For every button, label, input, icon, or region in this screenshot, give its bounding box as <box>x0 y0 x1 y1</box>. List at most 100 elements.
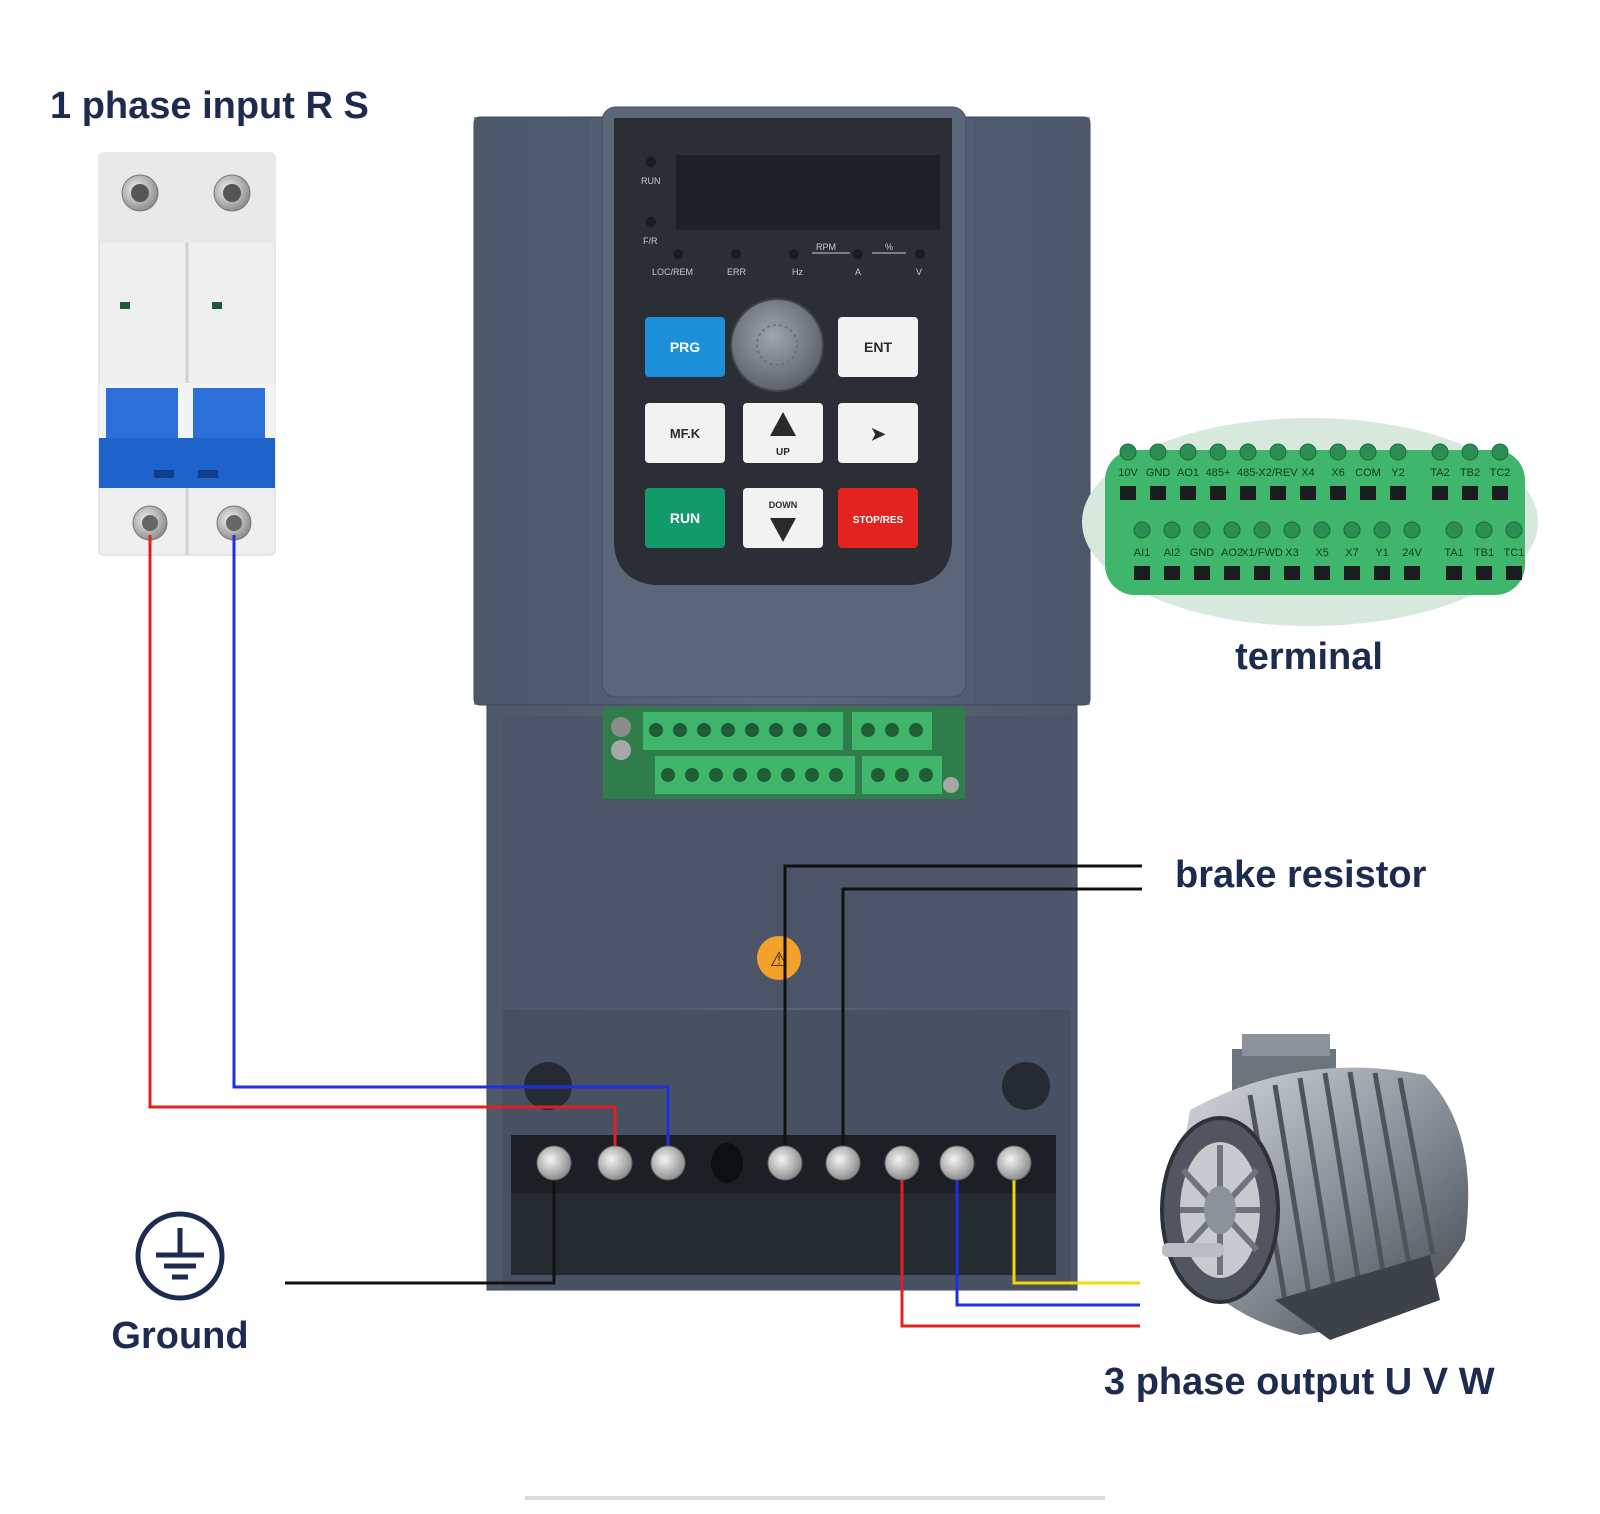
right-shift-button[interactable]: ➤ <box>838 403 918 463</box>
terminal-pin-label: TC1 <box>1504 547 1525 559</box>
output-label: 3 phase output U V W <box>1104 1361 1495 1403</box>
ent-button[interactable]: ENT <box>838 317 918 377</box>
up-button[interactable]: UP <box>743 403 823 463</box>
terminal-slot <box>1180 486 1196 500</box>
terminal-screw <box>1403 521 1421 539</box>
up-arrow-icon <box>770 412 796 436</box>
ground-icon <box>135 1211 225 1301</box>
terminal-slot <box>1284 566 1300 580</box>
terminal-pin-label: COM <box>1355 467 1381 479</box>
terminal-slot <box>1240 486 1256 500</box>
prg-button-label: PRG <box>670 339 700 355</box>
breaker-top-screw-left <box>121 174 159 212</box>
terminal-slot <box>1506 566 1522 580</box>
terminal-slot <box>1120 486 1136 500</box>
wire-brake-1 <box>783 864 1142 1163</box>
indicator-err: ERR <box>727 267 747 277</box>
terminal-slot <box>1360 486 1376 500</box>
wire-r-red <box>148 535 617 1163</box>
terminal-slot <box>1270 486 1286 500</box>
run-button[interactable]: RUN <box>645 488 725 548</box>
wire-s-blue <box>232 535 670 1163</box>
stop-button-label: STOP/RES <box>853 515 904 526</box>
stop-reset-button[interactable]: STOP/RES <box>838 488 918 548</box>
run-indicator-led <box>646 157 656 167</box>
motor-icon <box>1160 1034 1469 1340</box>
terminal-slot <box>1432 486 1448 500</box>
terminal-slot <box>1210 486 1226 500</box>
input-label: 1 phase input R S <box>50 85 369 127</box>
terminal-slot <box>1344 566 1360 580</box>
terminal-pin-label: Y1 <box>1375 547 1388 559</box>
bottom-divider <box>525 1496 1105 1500</box>
terminal-pin-label: TB1 <box>1474 547 1494 559</box>
up-button-label: UP <box>776 447 790 458</box>
terminal-pin-label: TA2 <box>1430 467 1449 479</box>
right-arrow-icon: ➤ <box>870 424 886 444</box>
mfk-button-label: MF.K <box>670 426 701 441</box>
terminal-pin-label: AO2 <box>1221 547 1243 559</box>
power-terminal-screws <box>536 1143 1032 1183</box>
terminal-screw <box>1163 521 1181 539</box>
jog-dial[interactable] <box>730 298 824 392</box>
terminal-screw <box>1343 521 1361 539</box>
terminal-screw <box>1461 443 1479 461</box>
circuit-breaker <box>98 152 276 556</box>
terminal-pin-label: X7 <box>1345 547 1358 559</box>
terminal-pin-label: TA1 <box>1444 547 1463 559</box>
down-button[interactable]: DOWN <box>743 488 823 548</box>
indicator-fr: F/R <box>643 236 658 246</box>
breaker-bottom-screw-left <box>132 505 168 541</box>
down-arrow-icon <box>770 518 796 542</box>
terminal-pin-label: AO1 <box>1177 467 1199 479</box>
terminal-slot <box>1164 566 1180 580</box>
terminal-screw <box>1239 443 1257 461</box>
terminal-pin-label: GND <box>1190 547 1215 559</box>
terminal-screw <box>1505 521 1523 539</box>
terminal-slot <box>1134 566 1150 580</box>
wire-v-blue <box>955 1163 1140 1307</box>
terminal-screw <box>1269 443 1287 461</box>
prg-button[interactable]: PRG <box>645 317 725 377</box>
fr-indicator-led <box>646 217 656 227</box>
terminal-screw <box>1475 521 1493 539</box>
terminal-screw <box>1491 443 1509 461</box>
terminal-label: terminal <box>1235 636 1383 678</box>
wires <box>148 535 1142 1328</box>
terminal-pin-label: GND <box>1146 467 1171 479</box>
mount-hole-right <box>1002 1062 1050 1110</box>
terminal-screw <box>1209 443 1227 461</box>
down-button-label: DOWN <box>769 500 798 510</box>
terminal-slot <box>1374 566 1390 580</box>
terminal-pin-label: AI1 <box>1134 547 1151 559</box>
terminal-slot <box>1404 566 1420 580</box>
indicator-a: A <box>855 267 861 277</box>
terminal-slot <box>1492 486 1508 500</box>
indicator-hz: Hz <box>792 267 803 277</box>
terminal-screw <box>1119 443 1137 461</box>
wire-ground <box>285 1163 556 1285</box>
terminal-slot <box>1330 486 1346 500</box>
terminal-pin-label: 10V <box>1118 467 1138 479</box>
indicator-locrem: LOC/REM <box>652 267 693 277</box>
indicator-run: RUN <box>641 176 661 186</box>
terminal-pin-label: X1/FWD <box>1241 547 1283 559</box>
mfk-button[interactable]: MF.K <box>645 403 725 463</box>
breaker-top-screw-right <box>213 174 251 212</box>
wire-brake-2 <box>841 887 1142 1163</box>
terminal-screw <box>1359 443 1377 461</box>
breaker-toggle[interactable] <box>99 388 275 488</box>
wire-w-yellow <box>1012 1163 1140 1285</box>
terminal-slot <box>1446 566 1462 580</box>
terminal-screw <box>1253 521 1271 539</box>
terminal-screw <box>1193 521 1211 539</box>
brake-resistor-label: brake resistor <box>1175 854 1427 896</box>
terminal-screw <box>1283 521 1301 539</box>
terminal-screw <box>1445 521 1463 539</box>
terminal-pin-label: X6 <box>1331 467 1344 479</box>
terminal-pin-label: X4 <box>1301 467 1314 479</box>
terminal-slot <box>1476 566 1492 580</box>
